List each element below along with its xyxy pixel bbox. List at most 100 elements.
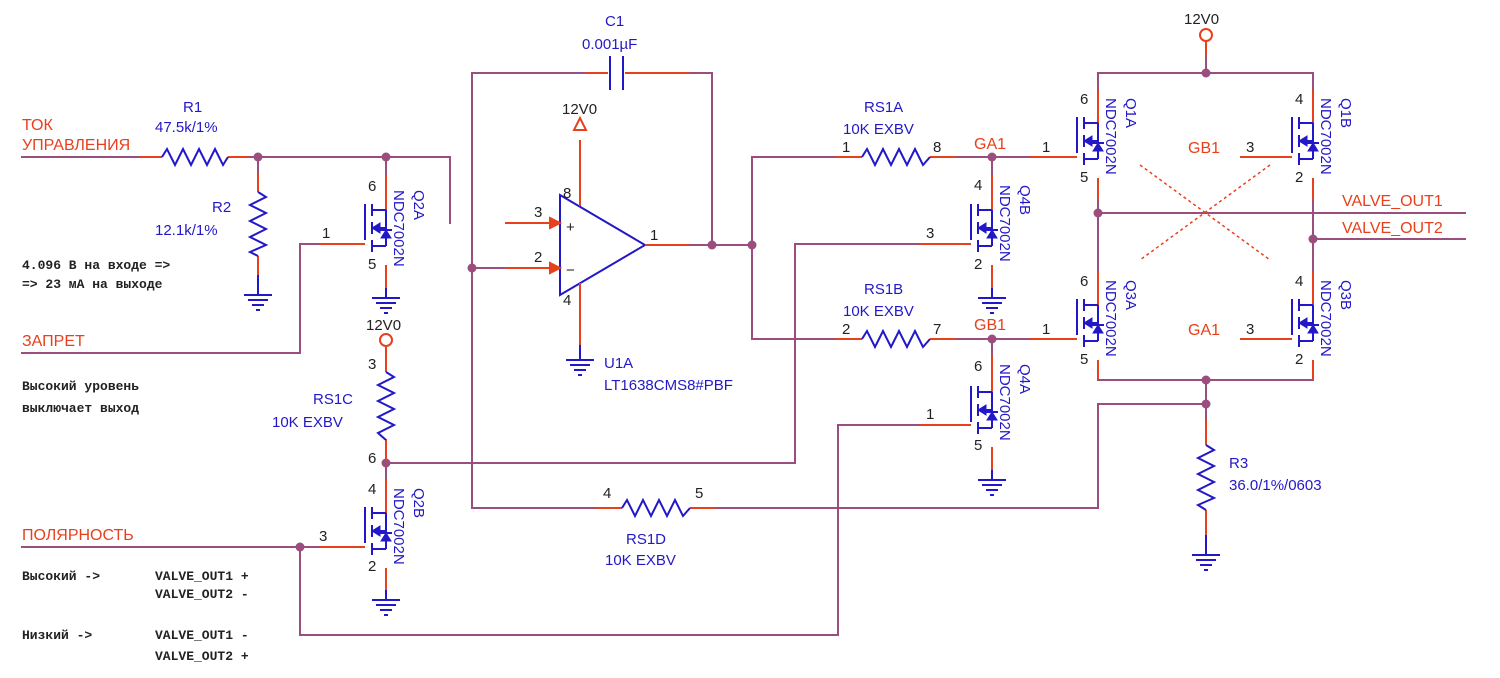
rs1c-value: 10K EXBV	[272, 414, 343, 431]
power-12v-top	[1199, 28, 1213, 55]
resistor-r1	[140, 146, 250, 168]
u1a-ref: U1A	[604, 355, 633, 372]
r3-value: 36.0/1%/0603	[1229, 477, 1322, 494]
q4b-pin-s: 2	[974, 256, 982, 273]
q4a-pin-d: 6	[974, 358, 982, 375]
rs1b-pin-a: 2	[842, 321, 850, 338]
c1-value: 0.001µF	[582, 36, 637, 53]
resistor-rs1c	[375, 333, 397, 460]
note-input-line1: 4.096 В на входе =>	[22, 258, 170, 273]
q2a-pin-s: 5	[368, 256, 376, 273]
note-input-line2: => 23 мА на выходе	[22, 277, 163, 292]
q1a-pin-d: 6	[1080, 91, 1088, 108]
resistor-rs1a	[836, 146, 955, 168]
power-label-bridge: 12V0	[1184, 11, 1219, 28]
rs1a-pin-a: 1	[842, 139, 850, 156]
note-high-out1: VALVE_OUT1 +	[155, 569, 249, 584]
q1b-pin-s: 2	[1295, 169, 1303, 186]
capacitor-c1	[585, 56, 690, 90]
q3b-part: NDC7002N	[1317, 280, 1334, 357]
power-labels: 12V0 12V0 12V0	[366, 11, 1219, 334]
note-low-out1: VALVE_OUT1 -	[155, 628, 249, 643]
q3b-ref: Q3B	[1337, 280, 1354, 310]
net-label-ga1-q3b: GA1	[1188, 322, 1220, 339]
q2a-part: NDC7002N	[390, 190, 407, 267]
q2a-ref: Q2A	[410, 190, 427, 220]
u1a-minus-sign: −	[566, 262, 575, 279]
r2-ref: R2	[212, 199, 231, 216]
rs1a-value: 10K EXBV	[843, 121, 914, 138]
q4a-pin-g: 1	[926, 406, 934, 423]
rs1d-pin-a: 4	[603, 485, 611, 502]
q4a-pin-s: 5	[974, 437, 982, 454]
r2-value: 12.1k/1%	[155, 222, 218, 239]
q2b-part: NDC7002N	[390, 488, 407, 565]
u1a-pin-plus: 3	[534, 204, 542, 221]
transistor-q2a	[320, 175, 401, 314]
transistor-q2b	[320, 480, 401, 616]
transistor-q3a	[1030, 272, 1105, 380]
transistor-q4a	[920, 355, 1007, 496]
annotation-notes: 4.096 В на входе => => 23 мА на выходе В…	[22, 258, 249, 664]
q1a-ref: Q1A	[1122, 98, 1139, 128]
power-label-rs1c: 12V0	[366, 317, 401, 334]
net-label-ga1: GA1	[974, 136, 1006, 153]
rs1b-value: 10K EXBV	[843, 303, 914, 320]
resistor-rs1d	[595, 497, 715, 519]
net-label-polyarnost: ПОЛЯРНОСТЬ	[22, 527, 134, 544]
q4b-ref: Q4B	[1016, 185, 1033, 215]
pin-numbers: + − 3 2 1 8 4 1 8 2 7 3 6 4 5 1 6 5 3 4 …	[319, 91, 1303, 575]
q2a-pin-g: 1	[322, 225, 330, 242]
q4b-part: NDC7002N	[996, 185, 1013, 262]
q3b-pin-g: 3	[1246, 321, 1254, 338]
q1b-pin-d: 4	[1295, 91, 1303, 108]
resistor-r2	[243, 173, 273, 311]
opamp-u1a	[505, 115, 690, 376]
u1a-pin-minus: 2	[534, 249, 542, 266]
q2b-pin-g: 3	[319, 528, 327, 545]
rs1c-ref: RS1C	[313, 391, 353, 408]
rs1d-pin-b: 5	[695, 485, 703, 502]
q3b-pin-s: 2	[1295, 351, 1303, 368]
power-label-opamp: 12V0	[562, 101, 597, 118]
net-label-valve-out1: VALVE_OUT1	[1342, 193, 1443, 210]
transistor-q1a	[1030, 90, 1105, 200]
q4a-ref: Q4A	[1016, 364, 1033, 394]
transistor-labels: Q2A NDC7002N Q2B NDC7002N Q4B NDC7002N Q…	[390, 98, 1354, 565]
q3a-pin-d: 6	[1080, 273, 1088, 290]
u1a-pin-vn: 4	[563, 292, 571, 309]
q1b-pin-g: 3	[1246, 139, 1254, 156]
net-label-gb1: GB1	[974, 317, 1006, 334]
r1-value: 47.5k/1%	[155, 119, 218, 136]
r3-ref: R3	[1229, 455, 1248, 472]
resistor-r3	[1191, 420, 1221, 571]
rs1b-pin-b: 7	[933, 321, 941, 338]
q1a-pin-g: 1	[1042, 139, 1050, 156]
net-label-tok: ТОК	[22, 117, 54, 134]
r1-ref: R1	[183, 99, 202, 116]
q2b-ref: Q2B	[410, 488, 427, 518]
q2b-pin-s: 2	[368, 558, 376, 575]
q1a-part: NDC7002N	[1102, 98, 1119, 175]
u1a-pin-vp: 8	[563, 185, 571, 202]
q3b-pin-d: 4	[1295, 273, 1303, 290]
u1a-value: LT1638CMS8#PBF	[604, 377, 733, 394]
q2b-pin-d: 4	[368, 481, 376, 498]
rs1a-ref: RS1A	[864, 99, 903, 116]
c1-ref: C1	[605, 13, 624, 30]
transistor-q1b	[1240, 90, 1320, 200]
u1a-pin-out: 1	[650, 227, 658, 244]
note-low-label: Низкий ->	[22, 628, 92, 643]
cross-lines	[1139, 164, 1271, 261]
q1a-pin-s: 5	[1080, 169, 1088, 186]
note-inhibit-line1: Высокий уровень	[22, 379, 139, 394]
q4b-pin-g: 3	[926, 225, 934, 242]
rs1d-ref: RS1D	[626, 531, 666, 548]
rs1a-pin-b: 8	[933, 139, 941, 156]
q2a-pin-d: 6	[368, 178, 376, 195]
rs1c-pin-a: 3	[368, 356, 376, 373]
note-inhibit-line2: выключает выход	[22, 401, 139, 416]
q4a-part: NDC7002N	[996, 364, 1013, 441]
